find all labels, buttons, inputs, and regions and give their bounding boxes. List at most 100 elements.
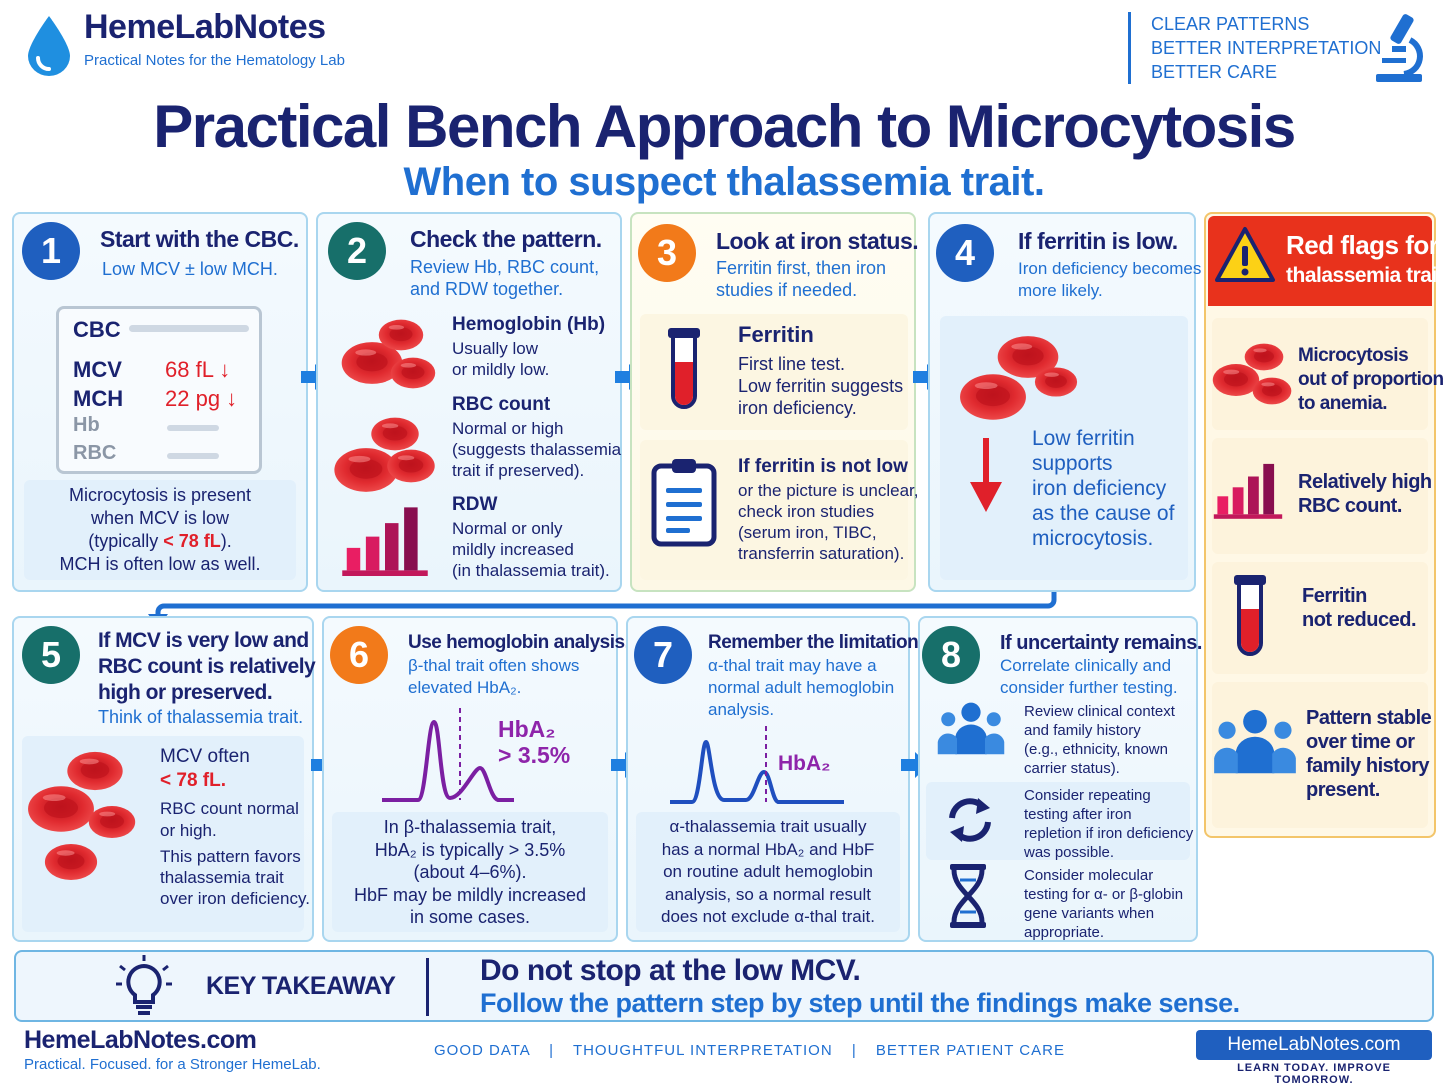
- red-flags-title: thalassemia trait: [1286, 264, 1444, 287]
- step-5-line: RBC count normal: [160, 799, 299, 818]
- red-blood-cell-icon: [378, 318, 424, 352]
- takeaway-line-1: Do not stop at the low MCV.: [480, 954, 861, 987]
- step-5-line: thalassemia trait: [160, 868, 284, 887]
- hemoglobin-electrophoresis-peaks: [670, 726, 844, 804]
- brand-tagline: Practical Notes for the Hematology Lab: [84, 52, 345, 69]
- test-tube-icon: [664, 326, 704, 416]
- footer-separator: |: [851, 1042, 857, 1059]
- red-blood-cell-icon: [1252, 376, 1292, 406]
- step-1-note: Microcytosis is present when MCV is low …: [24, 480, 296, 580]
- key-takeaway-banner: [14, 950, 1434, 1022]
- mcv-value: 68 fL ↓: [165, 357, 231, 382]
- cbc-row-label: MCV: [73, 357, 122, 382]
- hb-line: Usually low: [452, 339, 538, 358]
- footer-site[interactable]: HemeLabNotes.com: [24, 1026, 257, 1054]
- note-line: when MCV is low: [90, 508, 230, 528]
- step-subtitle: Review Hb, RBC count,: [410, 257, 600, 277]
- step-subtitle: and RDW together.: [410, 279, 564, 299]
- hba2-peak-label: HbA₂: [498, 716, 556, 742]
- dna-icon: [950, 864, 986, 928]
- red-blood-cell-icon: [370, 416, 420, 452]
- note-line: (about 4–6%).: [413, 862, 527, 882]
- flag-line: family history: [1306, 755, 1430, 777]
- rdw-line: (in thalassemia trait).: [452, 561, 610, 580]
- not-low-line: check iron studies: [738, 502, 875, 521]
- cbc-row-label: RBC: [73, 442, 117, 464]
- note-line: (typically: [88, 531, 164, 551]
- clipboard-icon: [651, 459, 717, 547]
- test-tube-icon: [1230, 572, 1270, 664]
- step-subtitle: normal adult hemoglobin: [708, 678, 895, 697]
- footer-value: THOUGHTFUL INTERPRETATION: [572, 1042, 833, 1059]
- hb-line: or mildly low.: [452, 360, 550, 379]
- red-blood-cell-icon: [26, 784, 96, 834]
- ferritin-line: iron deficiency.: [738, 398, 857, 418]
- step-subtitle: studies if needed.: [716, 280, 858, 300]
- rdw-title: RDW: [452, 494, 498, 515]
- arrow-down-icon: [970, 438, 1002, 512]
- body-line: iron deficiency: [1032, 477, 1167, 500]
- item-line: testing after iron: [1024, 806, 1132, 823]
- takeaway-line-2: Follow the pattern step by step until th…: [480, 988, 1240, 1018]
- footer-value: GOOD DATA: [434, 1042, 530, 1059]
- step-4-body: Low ferritin supports iron deficiency as…: [1032, 426, 1174, 551]
- placeholder-line: [167, 453, 219, 459]
- step-6-note: In β-thalassemia trait, HbA₂ is typicall…: [332, 812, 608, 932]
- ferritin-title: Ferritin: [738, 322, 814, 347]
- slogan-line: BETTER INTERPRETATION: [1151, 38, 1382, 58]
- footer-badge[interactable]: HemeLabNotes.com: [1196, 1030, 1432, 1060]
- footer-separator: |: [549, 1042, 555, 1059]
- item-line: testing for α- or β-globin: [1024, 886, 1184, 903]
- step-subtitle: Ferritin first, then iron: [716, 258, 887, 278]
- step-5-line: over iron deficiency.: [160, 889, 310, 908]
- flag-line: to anemia.: [1298, 393, 1387, 414]
- flag-line: Relatively high: [1298, 471, 1432, 493]
- flag-line: Ferritin: [1302, 585, 1367, 607]
- not-low-line: transferrin saturation).: [738, 544, 905, 563]
- rbc-title: RBC count: [452, 394, 551, 415]
- warning-icon: [1215, 227, 1275, 282]
- step-title: Check the pattern.: [410, 226, 602, 252]
- rbc-line: Normal or high: [452, 419, 564, 438]
- step-subtitle: Think of thalassemia trait.: [98, 707, 304, 727]
- lightbulb-icon: [116, 955, 172, 1015]
- red-blood-cell-icon: [958, 372, 1028, 422]
- step-title: Remember the limitation.: [708, 632, 924, 653]
- flag-line: out of proportion: [1298, 369, 1444, 390]
- ferritin-line: First line test.: [738, 354, 846, 374]
- placeholder-line: [129, 325, 249, 332]
- step-number: 8: [922, 626, 980, 684]
- note-line: MCH is often low as well.: [59, 554, 261, 574]
- rbc-line: trait if preserved).: [452, 461, 585, 480]
- rdw-line: mildly increased: [452, 540, 574, 559]
- note-line: HbA₂ is typically > 3.5%: [374, 839, 566, 860]
- step-subtitle: Iron deficiency becomes: [1018, 259, 1202, 278]
- item-line: was possible.: [1024, 844, 1115, 861]
- step-8-item-molecular: Consider molecular testing for α- or β-g…: [1024, 866, 1183, 942]
- step-title: Start with the CBC.: [100, 226, 299, 252]
- step-8-item-repeat: Consider repeating testing after iron re…: [1024, 786, 1193, 862]
- footer-badge-tagline: LEARN TODAY. IMPROVE TOMORROW.: [1237, 1062, 1391, 1086]
- step-title: If ferritin is low.: [1018, 228, 1178, 254]
- placeholder-line: [167, 425, 219, 431]
- step-5-line: or high.: [160, 821, 217, 840]
- cbc-row-label: MCH: [73, 386, 124, 411]
- flag-line: not reduced.: [1302, 609, 1417, 631]
- microscope-icon: [1376, 14, 1423, 82]
- footer-tagline: Practical. Focused. for a Stronger HemeL…: [24, 1056, 321, 1073]
- item-line: Consider repeating: [1024, 787, 1151, 804]
- flag-line: present.: [1306, 779, 1380, 801]
- ferritin-line: Low ferritin suggests: [738, 376, 904, 396]
- takeaway-label: KEY TAKEAWAY: [206, 972, 396, 1000]
- takeaway-divider: [426, 958, 429, 1016]
- step-number: 4: [936, 224, 994, 282]
- step-7-note: α-thalassemia trait usually has a normal…: [636, 812, 900, 932]
- page-subtitle: When to suspect thalassemia trait.: [403, 160, 1045, 204]
- red-flag-text: Ferritin not reduced.: [1302, 584, 1417, 632]
- step-5-line: This pattern favors: [160, 847, 301, 866]
- not-low-title: If ferritin is not low: [738, 456, 908, 477]
- footer-values: GOOD DATA | THOUGHTFUL INTERPRETATION | …: [434, 1042, 1065, 1059]
- step-title: If uncertainty remains.: [1000, 632, 1202, 654]
- red-blood-cell-icon: [386, 448, 436, 484]
- note-line: HbF may be mildly increased: [353, 884, 587, 905]
